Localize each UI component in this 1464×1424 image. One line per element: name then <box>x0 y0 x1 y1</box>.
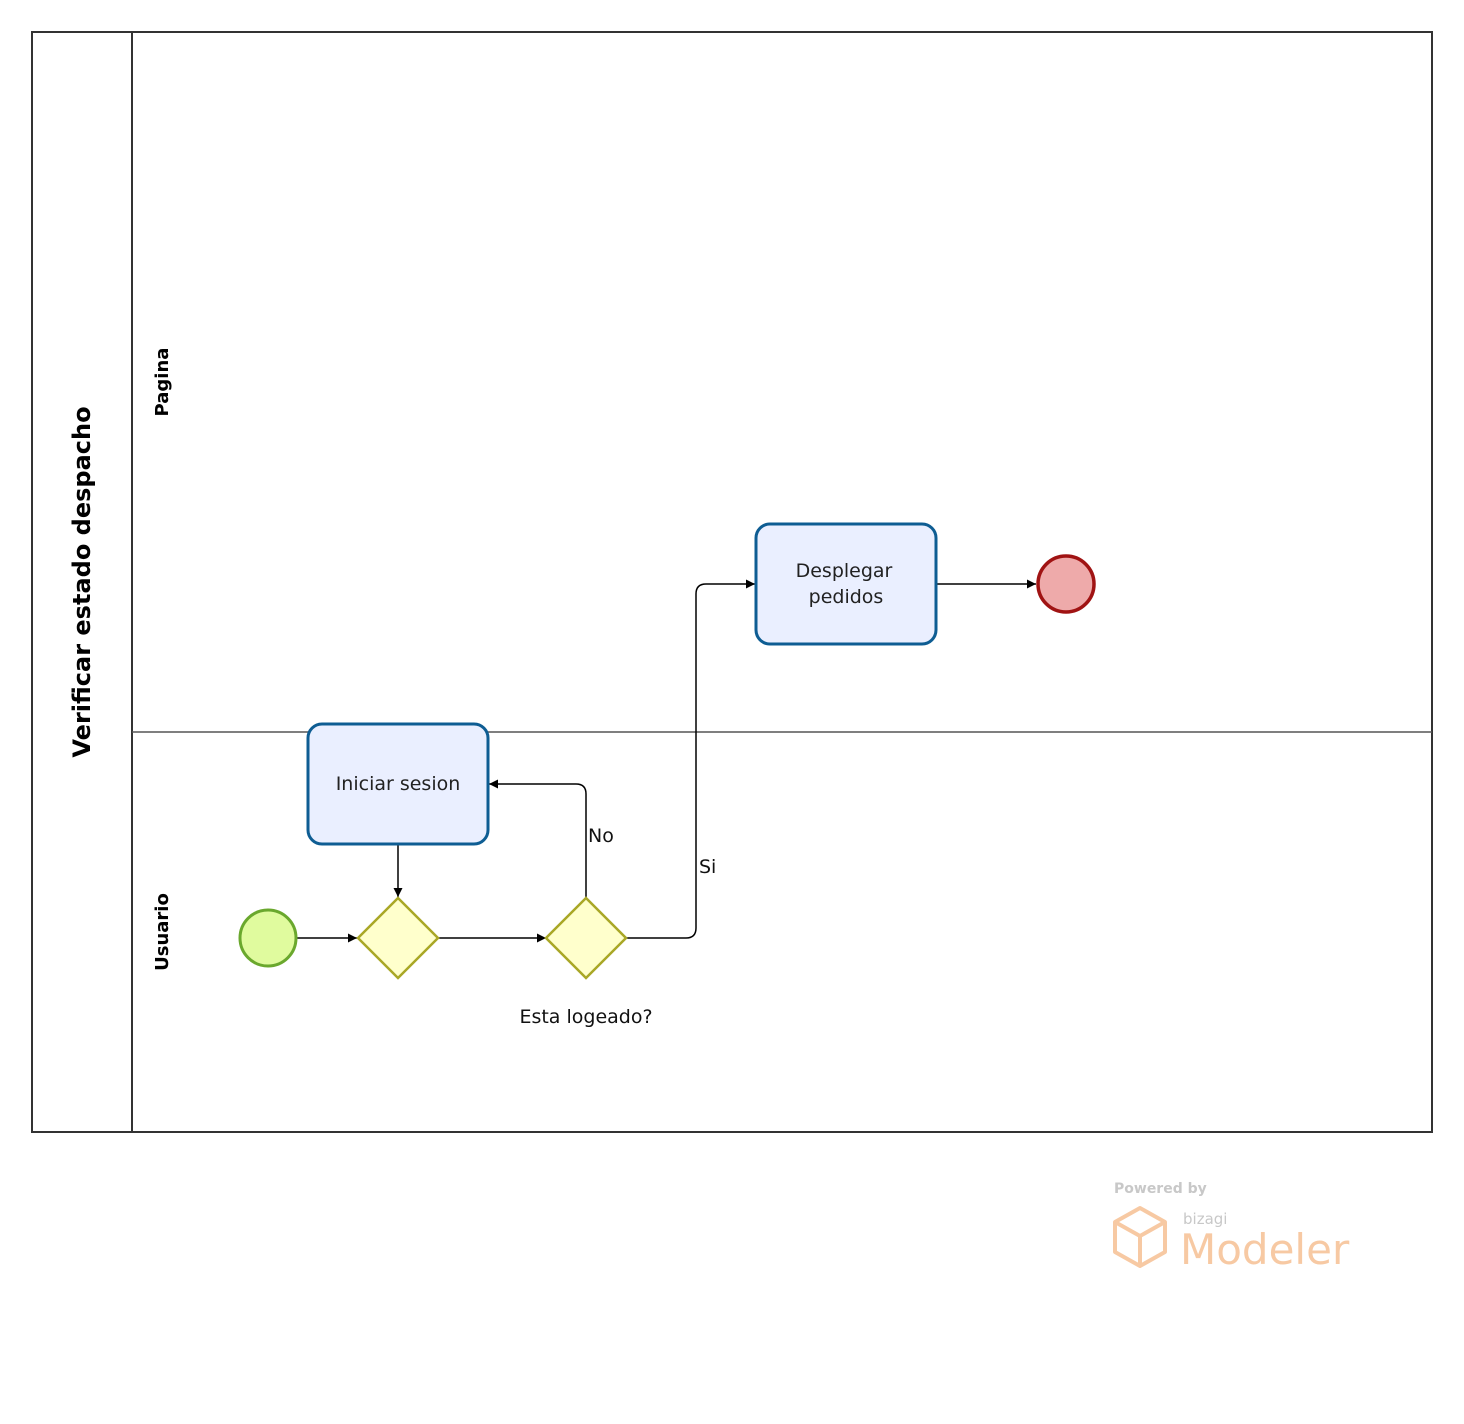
lane-usuario[interactable]: Usuario <box>152 893 173 971</box>
task-desplegar-pedidos[interactable]: Desplegar pedidos <box>754 522 938 646</box>
watermark-powered-by: Powered by <box>1114 1181 1207 1197</box>
flow-si[interactable] <box>626 579 755 939</box>
flow-label-si: Si <box>699 856 716 878</box>
end-event[interactable] <box>1036 554 1096 614</box>
sequence-flows <box>297 579 1036 943</box>
start-event[interactable] <box>238 908 298 968</box>
task-label-iniciar-sesion: Iniciar sesion <box>336 773 461 795</box>
watermark-product: Modeler <box>1180 1225 1350 1274</box>
task-label-desplegar-line1: Desplegar <box>796 560 893 582</box>
pool[interactable]: Verificar estado despacho <box>31 31 1433 1133</box>
gateway-label-esta-logeado: Esta logeado? <box>519 1006 652 1028</box>
bizagi-cube-icon <box>1113 1206 1167 1268</box>
bizagi-watermark: Powered by bizagi Modeler <box>1113 1181 1350 1274</box>
watermark-brand: bizagi <box>1183 1210 1227 1228</box>
gateway-esta-logeado[interactable] <box>544 896 628 980</box>
task-iniciar-sesion[interactable]: Iniciar sesion <box>306 722 490 846</box>
lane-title-pagina: Pagina <box>152 348 173 417</box>
lane-title-usuario: Usuario <box>152 893 173 971</box>
flow-no[interactable] <box>489 779 587 898</box>
pool-title: Verificar estado despacho <box>68 406 96 757</box>
flow-label-no: No <box>588 825 614 847</box>
gateway-merge[interactable] <box>356 896 440 980</box>
task-label-desplegar-line2: pedidos <box>809 586 884 608</box>
